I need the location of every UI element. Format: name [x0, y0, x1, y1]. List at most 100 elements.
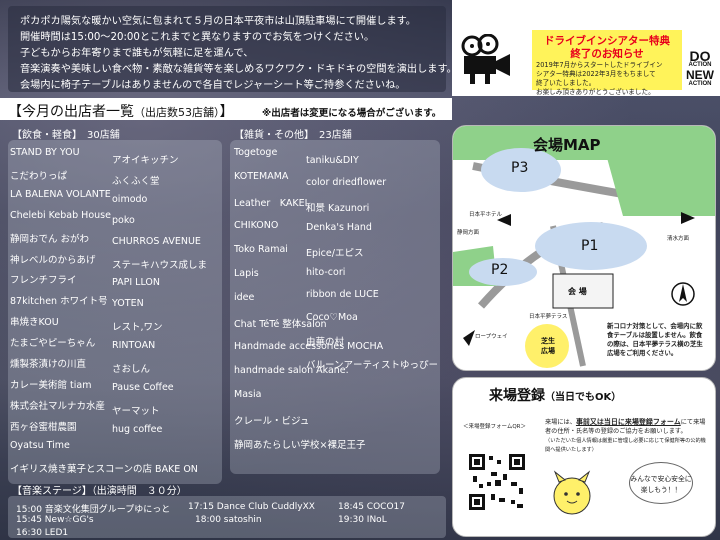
shop-name: poko — [112, 214, 135, 226]
speech-bubble: みんなで安心安全に 楽しもう！！ — [629, 462, 693, 504]
notice-line: 終了いたしました。 — [536, 79, 596, 87]
mascot-icon — [553, 470, 591, 515]
shop-name: Oyatsu Time — [10, 439, 70, 451]
ropeway-label: ロープウェイ — [475, 334, 508, 340]
notice-line: 2019年7月からスタートしたドライブイン — [536, 61, 663, 69]
shop-name: Chelebi Kebab House — [10, 209, 111, 221]
parking-p3: P3 — [511, 160, 529, 176]
shop-name: taniku&DIY — [306, 155, 359, 166]
intro-line: ポカポカ陽気な暖かい空気に包まれて５月の日本平夜市は山頂駐車場にて開催します。 — [20, 16, 416, 27]
shop-name: YOTEN — [112, 298, 144, 310]
lawn-label: 芝生 広場 — [541, 337, 555, 355]
shop-name: 株式会社マルナカ水産 — [10, 400, 106, 412]
notice-body: 2019年7月からスタートしたドライブイン シアター特典は2022年3月をもちま… — [536, 61, 672, 97]
shop-name: KOTEMAMA — [234, 171, 289, 183]
stage-item: 19:30 INoL — [338, 515, 387, 525]
shizuoka-label: 静岡方面 — [457, 230, 480, 236]
stage-item: 15:00 音楽文化集団グループゆにっと — [16, 505, 171, 515]
shop-name: 静岡あたらしい学校×裸足王子 — [234, 440, 366, 452]
change-note: ※出店者は変更になる場合がございます。 — [262, 108, 442, 119]
shop-name: 静岡おでん おがわ — [10, 233, 90, 245]
shop-name: Coco♡Moa — [306, 311, 358, 323]
food-category-label: 【飲食・軽食】 30店舗 — [12, 130, 120, 141]
shop-name: hito-cori — [306, 267, 346, 278]
stage-item: 18:45 COCO17 — [338, 502, 405, 512]
shop-name: STAND BY YOU — [10, 147, 80, 158]
header-bar — [0, 98, 452, 120]
shop-name: さおしん — [112, 364, 151, 375]
notice-title: 終了のお知らせ — [570, 48, 644, 60]
store-count: （出店数53店舗） — [134, 106, 220, 119]
notice-title: ドライブインシアター特典 — [544, 35, 670, 47]
do-action-logo: DO ACTION NEW ACTION — [683, 48, 717, 90]
notice-line: シアター特典は2022年3月をもちまして — [536, 70, 656, 78]
shop-name: color driedflower — [306, 177, 387, 189]
registration-subtitle: （当日でもOK） — [545, 392, 622, 403]
logo-text: DO — [689, 48, 711, 64]
section-title: 【今月の出店者一覧（出店数53店舗）】 — [8, 101, 234, 121]
shop-name: LA BALENA VOLANTE — [10, 188, 111, 200]
stage-item: 17:15 Dance Club CuddlyXX — [188, 502, 315, 512]
intro-box: ポカポカ陽気な暖かい空気に包まれて５月の日本平夜市は山頂駐車場にて開催します。 … — [8, 6, 457, 92]
shop-name: oimodo — [112, 193, 148, 205]
shop-name: hug coffee — [112, 423, 163, 435]
venue-label: 会 場 — [568, 287, 587, 296]
shop-name: 神レベルのからあげ — [10, 254, 96, 266]
shop-name: イギリス焼き菓子とスコーンの店 BAKE ON — [10, 463, 198, 475]
registration-title: 来場登録（当日でもOK） — [489, 385, 621, 405]
registration-title-text: 来場登録 — [489, 388, 545, 404]
map-drawing — [453, 126, 715, 368]
shop-name: Masia — [234, 389, 262, 400]
registration-text-pre: 来場には、 — [545, 419, 576, 426]
bubble-text: 楽しもう！！ — [640, 486, 682, 494]
shop-name: 和景 Kazunori — [306, 202, 370, 214]
film-projector-icon — [454, 33, 522, 86]
title-text: 今月の出店者一覧 — [22, 104, 134, 120]
stage-category-label: 【音楽ステージ】（出演時間 ３０分） — [12, 486, 187, 497]
registration-text: 来場には、事前又は当日に来場登録フォームにて来場者の住所・氏名等の登録のご協力を… — [545, 418, 709, 454]
intro-line: 子どもからお年寄りまで誰もが気軽に足を運んで、 — [20, 48, 254, 59]
intro-line: 音楽演奏や美味しい食べ物・素敵な雑貨等を楽しめるワクワク・ドキドキの空間を演出し… — [20, 64, 457, 75]
shop-name: カレー美術館 tiam — [10, 379, 92, 391]
shop-name: バルーンアーティストゆっぴー — [306, 359, 438, 371]
logo-text: NEW — [686, 68, 714, 82]
notice-line: お楽しみ頂きありがとうございました。 — [536, 88, 655, 96]
registration-panel: 来場登録（当日でもOK） ＜来場登録フォームQR＞ 来場には、事前又は当日に来場… — [452, 377, 716, 537]
shop-name: CHIKONO — [234, 219, 279, 231]
shop-name: アオイキッチン — [112, 155, 179, 166]
shop-name: 串焼きKOU — [10, 317, 59, 329]
intro-line: 開催時間は15:00～20:00とこれまでと異なりますのでお気をつけください。 — [20, 32, 375, 43]
qr-code[interactable] — [467, 452, 527, 512]
qr-label: ＜来場登録フォームQR＞ — [463, 424, 526, 430]
shop-name: RINTOAN — [112, 340, 156, 352]
terrace-label: 日本平夢テラス — [529, 314, 568, 320]
shop-name: フレンチフライ — [10, 275, 77, 287]
stage-item: 15:45 New☆GG's — [16, 515, 94, 525]
shop-name: たまごやピーちゃん — [10, 338, 96, 350]
goods-panel — [230, 140, 440, 474]
shop-name: こだわりっぱ — [10, 170, 68, 182]
shop-name: ヤーマット — [112, 405, 160, 417]
shop-name: ribbon de LUCE — [306, 289, 379, 301]
bracket-open: 【 — [8, 104, 22, 120]
shop-name: Lapis — [234, 268, 259, 279]
logo-text: ACTION — [688, 62, 712, 68]
registration-text-post: にて来場者の住所・氏名等の登録のご協力をお願いします。 — [545, 419, 706, 435]
venue-map: 会場MAP P3 P1 P2 会 場 芝生 広場 日本平ホテル 静岡方面 清水方… — [452, 125, 716, 371]
covid-note: 新コロナ対策として、会場内に飲食テーブルは設置しません。飲食の際は、日本平夢テラ… — [607, 322, 703, 357]
shop-name: PAPI LLON — [112, 277, 161, 289]
food-panel — [8, 140, 222, 484]
shop-name: Chat TéTé 整体salon — [234, 319, 327, 331]
stage-box: 15:00 音楽文化集団グループゆにっと 15:45 New☆GG's 16:3… — [8, 496, 446, 538]
bracket-close: 】 — [219, 104, 234, 120]
shop-name: 燻製茶漬けの川直 — [10, 359, 87, 370]
shop-name: ステーキハウス成しま — [112, 259, 208, 271]
shop-name: Epice/エピス — [306, 247, 364, 259]
map-title: 会場MAP — [533, 136, 601, 154]
shop-name: クレール・ビジュ — [234, 416, 310, 428]
stage-item: 18:00 satoshin — [195, 515, 262, 525]
shop-name: Togetoge — [234, 147, 278, 158]
shop-name: レスト,ワン — [112, 322, 163, 334]
shop-name: Denka's Hand — [306, 222, 372, 234]
notice-box: ドライブインシアター特典 終了のお知らせ 2019年7月からスタートしたドライブ… — [532, 30, 682, 96]
